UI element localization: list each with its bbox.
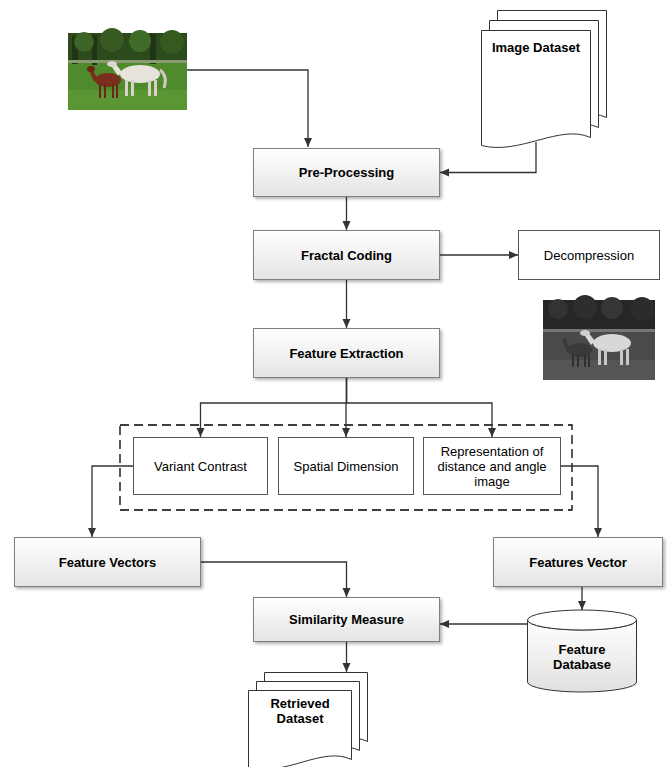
process-box: Fractal Coding bbox=[253, 230, 440, 280]
group-outline bbox=[120, 425, 572, 510]
node-label: Pre-Processing bbox=[299, 165, 394, 180]
flow-arrow bbox=[201, 378, 347, 437]
decompressed-photo bbox=[543, 295, 655, 380]
flow-arrow bbox=[581, 587, 582, 610]
process-box: Pre-Processing bbox=[253, 148, 440, 197]
flow-arrow bbox=[346, 642, 347, 672]
photo-arrow bbox=[187, 70, 308, 147]
vector-box: Feature Vectors bbox=[14, 537, 201, 587]
node-label: Fractal Coding bbox=[301, 248, 392, 263]
output-box: Decompression bbox=[518, 230, 660, 280]
node-label: Feature Extraction bbox=[289, 346, 403, 361]
process-box: Similarity Measure bbox=[253, 597, 440, 642]
flow-arrow bbox=[201, 562, 347, 597]
flow-arrow bbox=[440, 254, 518, 255]
flow-arrow bbox=[346, 197, 347, 230]
dataset-stack: Image Dataset bbox=[481, 10, 607, 150]
node-label: Decompression bbox=[544, 248, 634, 263]
database-cylinder: Feature Database bbox=[527, 610, 637, 692]
node-label: Image Dataset bbox=[485, 40, 587, 55]
flow-arrow bbox=[92, 466, 133, 537]
node-label: Similarity Measure bbox=[289, 612, 404, 627]
dataset-stack: Retrieved Dataset bbox=[248, 672, 368, 767]
feature-box: Variant Contrast bbox=[133, 437, 268, 495]
flow-arrow bbox=[347, 378, 493, 437]
node-label: Feature Vectors bbox=[59, 555, 157, 570]
process-box: Feature Extraction bbox=[253, 328, 440, 378]
node-label: Features Vector bbox=[529, 555, 627, 570]
flow-arrow bbox=[440, 623, 527, 624]
feature-box: Representation of distance and angle ima… bbox=[423, 437, 561, 495]
feature-box: Spatial Dimension bbox=[278, 437, 414, 495]
flow-arrow bbox=[561, 466, 598, 537]
node-label: Spatial Dimension bbox=[294, 459, 399, 474]
vector-box: Features Vector bbox=[493, 537, 663, 587]
node-label: Representation of distance and angle ima… bbox=[430, 444, 554, 489]
flow-arrow bbox=[346, 280, 347, 328]
node-label: Retrieved Dataset bbox=[258, 696, 342, 726]
node-label: Feature Database bbox=[539, 642, 625, 672]
query-photo bbox=[68, 28, 187, 110]
node-label: Variant Contrast bbox=[154, 459, 247, 474]
document-stack-outline bbox=[481, 10, 607, 150]
